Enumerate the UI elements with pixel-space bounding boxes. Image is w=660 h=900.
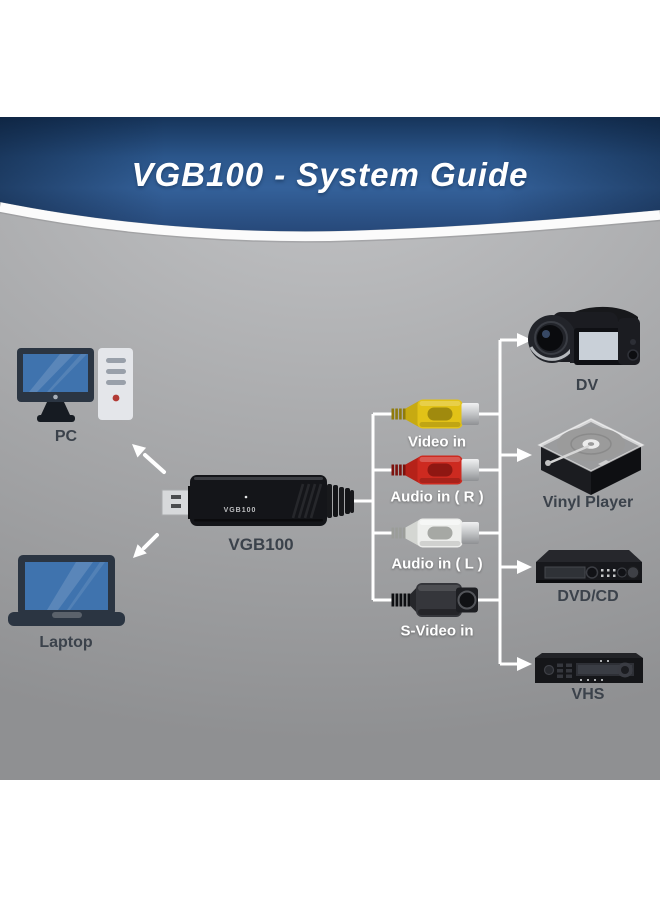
vhs-label: VHS [571, 686, 605, 703]
s-video-plug-icon [391, 583, 478, 617]
banner-vignette [0, 117, 660, 232]
s-video-in-label: S-Video in [400, 622, 474, 640]
rca-plug-white-icon [391, 518, 479, 548]
source-arrows [132, 444, 166, 558]
arrow-to-vinyl-icon [517, 448, 532, 462]
tonearm [548, 444, 590, 465]
connection-lines [350, 338, 517, 666]
arrow-to-dvd-icon [517, 560, 532, 574]
audio-in-r-label: Audio in ( R ) [390, 488, 484, 506]
dv-label: DV [575, 377, 599, 394]
adapter-body [190, 475, 327, 526]
adapter-icon: VGB100 [161, 475, 354, 526]
dv-camcorder-icon [528, 306, 640, 365]
pc-label: PC [54, 428, 78, 445]
arrow-to-pc-icon [143, 453, 166, 474]
rca-plug-yellow-icon [391, 399, 479, 429]
video-in-label: Video in [407, 433, 467, 451]
flow-arrowheads [517, 333, 532, 671]
laptop-icon [8, 555, 125, 626]
left-harness-lines [350, 412, 392, 602]
arrow-to-dv-icon [517, 333, 532, 347]
dvd-player-icon [536, 550, 642, 583]
laptop-label: Laptop [39, 634, 93, 651]
arrow-to-vhs-icon [517, 657, 532, 671]
page-title: VGB100 - System Guide [131, 156, 529, 193]
banner-curve-shadow [0, 210, 660, 243]
adapter-print-label: VGB100 [224, 507, 257, 514]
right-harness-lines [478, 338, 517, 666]
dvd-display [544, 566, 586, 579]
dvd-cd-label: DVD/CD [557, 588, 619, 605]
banner-white-swoosh [0, 202, 660, 242]
vhs-player-icon [535, 653, 643, 683]
usb-plug-icon [161, 489, 193, 516]
pc-icon [17, 348, 133, 422]
audio-in-l-label: Audio in ( L ) [391, 555, 483, 573]
adapter-vent [291, 483, 323, 519]
banner [0, 117, 660, 243]
vinyl-player-icon [537, 418, 645, 495]
rca-plug-red-icon [391, 455, 479, 485]
dvd-knob [626, 565, 640, 580]
adapter-label: VGB100 [228, 535, 294, 554]
arrow-to-laptop-icon [142, 533, 159, 550]
vinyl-player-label: Vinyl Player [542, 494, 634, 511]
